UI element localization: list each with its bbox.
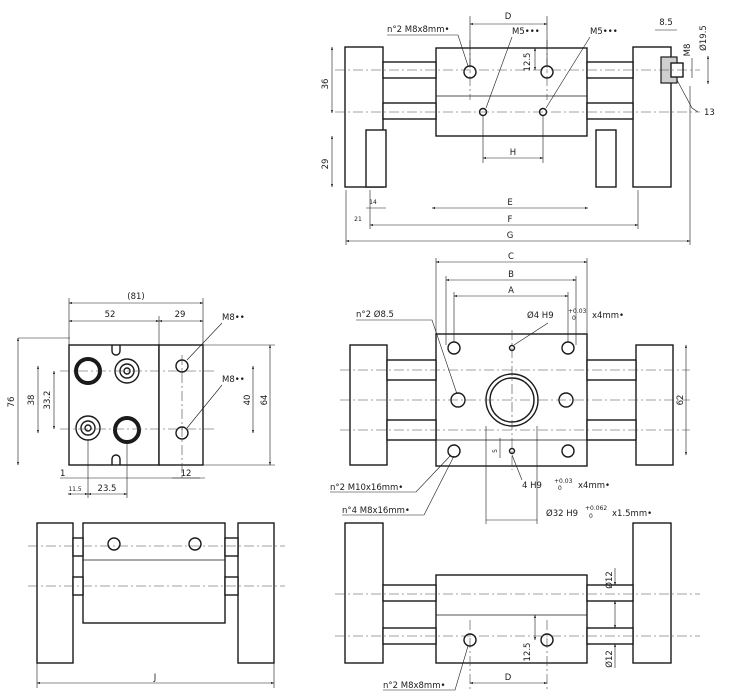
dim-11-5: 11.5 [68, 486, 82, 493]
dim-G: G [507, 231, 514, 241]
bottom-left-view: J [28, 522, 285, 688]
bl-body [82, 522, 226, 624]
right-jaw-finger [595, 129, 617, 188]
svg-text:x1.5mm•: x1.5mm• [612, 509, 652, 519]
dim-38: 38 [27, 395, 37, 406]
note-side-m8-b: M8•• [222, 375, 245, 385]
br-body [435, 574, 588, 664]
bl-right-jaw [237, 522, 275, 664]
dim-14: 14 [369, 199, 377, 206]
br-left-jaw [344, 522, 384, 664]
bl-hole-1 [107, 537, 121, 551]
note-top-m5-b: M5••• [590, 27, 618, 37]
dim-13: 13 [704, 108, 715, 118]
front-pin-4 [508, 447, 516, 455]
dim-A: A [508, 286, 514, 296]
dim-d12-b: Ø12 [604, 650, 615, 668]
dim-E: E [507, 198, 512, 208]
front-hole-4 [561, 444, 575, 458]
dim-21: 21 [354, 216, 362, 223]
dim-5: 5 [492, 449, 499, 453]
dim-62: 62 [676, 395, 686, 406]
front-left-jaw [349, 344, 388, 466]
dim-1: 1 [60, 469, 65, 479]
svg-text:0: 0 [558, 485, 562, 492]
rod-lower-left [382, 102, 437, 120]
dim-J: J [153, 673, 157, 683]
note-m10: n°2 M10x16mm• [330, 483, 403, 493]
dim-d12-a: Ø12 [604, 571, 615, 589]
dim-36: 36 [321, 79, 331, 90]
dim-12-side: 12 [181, 469, 192, 479]
note-4: 4 H9 [522, 481, 542, 491]
dim-D-br: D [505, 673, 512, 683]
svg-text:0: 0 [589, 513, 593, 520]
dim-C: C [508, 252, 514, 262]
dim-64: 64 [260, 395, 270, 406]
note-side-m8-a: M8•• [222, 313, 245, 323]
side-view: (81) 52 29 76 38 33.2 40 64 1 11.5 23.5 … [7, 292, 275, 498]
dim-12-5-br: 12.5 [523, 643, 533, 662]
bottom-right-view: Ø12 Ø12 12.5 D n°2 M8x8mm• [335, 522, 700, 691]
dim-40: 40 [243, 395, 253, 406]
svg-text:+0.03: +0.03 [568, 308, 587, 315]
dim-76: 76 [7, 397, 17, 408]
svg-text:+0.03: +0.03 [554, 478, 573, 485]
dim-8-5: 8.5 [659, 18, 673, 28]
bl-left-jaw [36, 522, 74, 664]
dim-29: 29 [321, 159, 331, 170]
note-top-m8x8: n°2 M8x8mm• [387, 25, 450, 35]
dim-M8: M8 [683, 44, 693, 57]
front-right-jaw [635, 344, 674, 466]
body [435, 47, 588, 137]
end-jaw [158, 344, 204, 466]
dim-D: D [505, 12, 512, 22]
dim-23-5: 23.5 [98, 484, 117, 494]
left-jaw-finger [365, 129, 387, 188]
dim-33-2: 33.2 [43, 391, 53, 410]
dim-19-5: Ø19.5 [698, 25, 709, 51]
svg-text:x4mm•: x4mm• [592, 311, 624, 321]
dim-29-side: 29 [175, 310, 186, 320]
dim-81: (81) [127, 292, 144, 302]
svg-text:0: 0 [572, 315, 576, 322]
svg-text:+0.062: +0.062 [585, 505, 607, 512]
note-d4: Ø4 H9 [527, 310, 554, 321]
note-top-m5-a: M5••• [512, 27, 540, 37]
front-view: C B A 62 5 n°2 Ø8.5 Ø4 H9 +0.03 0 x4mm• … [330, 252, 690, 524]
note-d32: Ø32 H9 [546, 508, 578, 519]
dim-F: F [508, 215, 513, 225]
svg-text:x4mm•: x4mm• [578, 481, 610, 491]
dim-H: H [510, 148, 516, 158]
note-m8x16: n°4 M8x16mm• [342, 506, 410, 516]
note-d85: n°2 Ø8.5 [356, 309, 394, 320]
rod-lower-right [586, 102, 634, 120]
top-view: D H E F G 14 21 36 29 12.5 8.5 M8 Ø19.5 … [321, 12, 715, 245]
dim-B: B [508, 270, 514, 280]
dim-52: 52 [105, 310, 116, 320]
dim-12-5: 12.5 [523, 53, 533, 72]
note-br-m8x8: n°2 M8x8mm• [383, 681, 446, 691]
front-hole-3 [447, 444, 461, 458]
end-plate [68, 344, 160, 466]
br-right-jaw [632, 522, 672, 664]
bl-hole-2 [188, 537, 202, 551]
